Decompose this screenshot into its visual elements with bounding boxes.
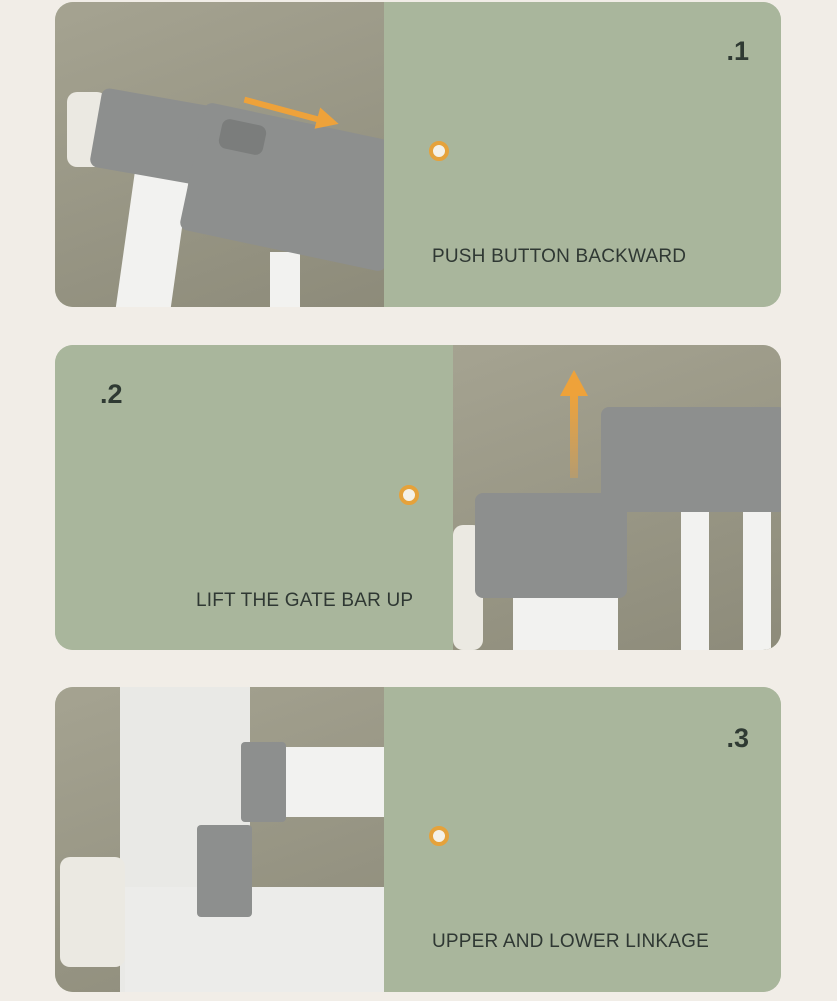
step-1-photo	[55, 2, 384, 307]
gate-rail	[125, 887, 384, 992]
step-caption: UPPER AND LOWER LINKAGE	[432, 931, 710, 952]
gate-bar-lower	[475, 493, 627, 598]
gate-post	[513, 595, 618, 650]
hotspot-dot-icon	[429, 141, 449, 161]
step-caption: LIFT THE GATE BAR UP	[196, 590, 414, 611]
step-3-info: .3 UPPER AND LOWER LINKAGE	[384, 687, 781, 992]
gate-post	[270, 252, 300, 307]
step-caption: PUSH BUTTON BACKWARD	[432, 246, 687, 267]
hotspot-dot-icon	[429, 826, 449, 846]
gate-post	[115, 172, 190, 307]
gate-rail	[280, 747, 384, 817]
step-3-photo	[55, 687, 384, 992]
step-number: .2	[100, 379, 123, 409]
arrow-up-icon	[570, 393, 578, 478]
lower-linkage	[197, 825, 252, 917]
gate-bar-upper	[601, 407, 781, 512]
step-1-panel: .1 PUSH BUTTON BACKWARD	[55, 2, 781, 307]
step-2-info: .2 LIFT THE GATE BAR UP	[55, 345, 453, 650]
step-3-panel: .3 UPPER AND LOWER LINKAGE	[55, 687, 781, 992]
step-number: .3	[726, 723, 749, 753]
tension-knob	[60, 857, 125, 967]
arrow-head-icon	[560, 370, 588, 396]
step-number: .1	[726, 36, 749, 66]
step-2-panel: .2 LIFT THE GATE BAR UP	[55, 345, 781, 650]
upper-linkage	[241, 742, 286, 822]
hotspot-dot-icon	[399, 485, 419, 505]
step-2-photo	[453, 345, 781, 650]
gate-bar-lock	[178, 101, 384, 273]
step-1-info: .1 PUSH BUTTON BACKWARD	[384, 2, 781, 307]
